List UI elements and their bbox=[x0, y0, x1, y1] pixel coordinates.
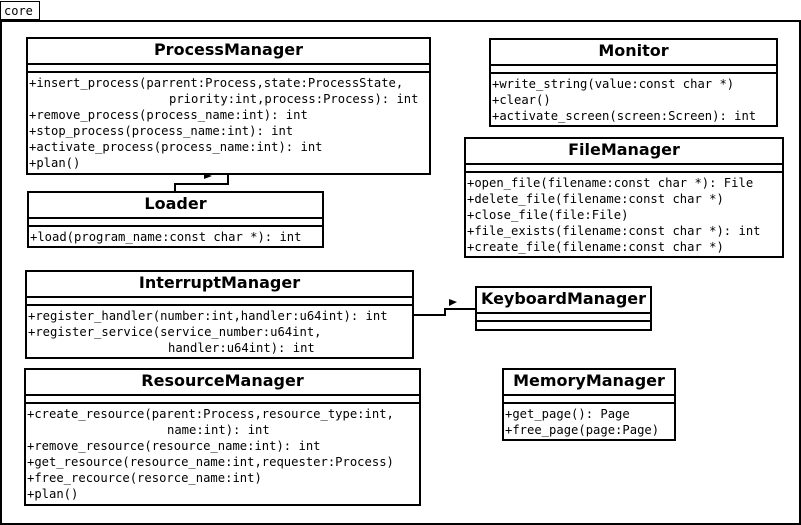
operation: +file_exists(filename:const char *): int bbox=[467, 224, 761, 238]
class-name: InterruptManager bbox=[138, 273, 301, 292]
class-file-manager[interactable]: FileManager +open_file(filename:const ch… bbox=[464, 137, 784, 258]
operations-compartment: +write_string(value:const char *) +clear… bbox=[491, 72, 776, 124]
class-loader[interactable]: Loader +load(program_name:const char *):… bbox=[27, 191, 324, 248]
package-tab: core bbox=[0, 1, 40, 20]
operation: +remove_process(process_name:int): int bbox=[29, 108, 308, 122]
operation: +delete_file(filename:const char *) bbox=[467, 192, 724, 206]
operations-compartment: +insert_process(parrent:Process,state:Pr… bbox=[28, 71, 429, 171]
attributes-compartment bbox=[29, 217, 322, 225]
operation-continuation: priority:int,process:Process): int bbox=[169, 92, 419, 106]
operation: +plan() bbox=[27, 487, 79, 501]
package-name: core bbox=[4, 4, 33, 18]
attributes-compartment bbox=[477, 312, 650, 320]
operation: +write_string(value:const char *) bbox=[492, 77, 735, 91]
class-keyboard-manager[interactable]: KeyboardManager bbox=[475, 286, 652, 331]
class-name: MemoryManager bbox=[513, 371, 665, 390]
class-name: Loader bbox=[144, 194, 207, 213]
operations-compartment: +load(program_name:const char *): int bbox=[29, 225, 322, 245]
class-name: KeyboardManager bbox=[480, 289, 647, 308]
operation: +load(program_name:const char *): int bbox=[30, 230, 302, 244]
operation: +free_recource(resorce_name:int) bbox=[27, 471, 262, 485]
package-frame bbox=[0, 20, 801, 525]
operation: +open_file(filename:const char *): File bbox=[467, 176, 754, 190]
operation: +close_file(file:File) bbox=[467, 208, 629, 222]
class-name: ResourceManager bbox=[141, 371, 304, 390]
operations-compartment: +get_page(): Page +free_page(page:Page) bbox=[504, 402, 674, 438]
operation: +clear() bbox=[492, 93, 551, 107]
operation-continuation: handler:u64int): int bbox=[168, 341, 315, 355]
attributes-compartment bbox=[26, 394, 419, 402]
class-name: ProcessManager bbox=[153, 40, 304, 59]
attributes-compartment bbox=[466, 163, 782, 171]
class-monitor[interactable]: Monitor +write_string(value:const char *… bbox=[489, 38, 778, 127]
operation: +register_service(service_number:u64int, bbox=[28, 325, 322, 339]
operation: +plan() bbox=[29, 156, 81, 170]
class-resource-manager[interactable]: ResourceManager +create_resource(parent:… bbox=[24, 368, 421, 506]
operation: +activate_process(process_name:int): int bbox=[29, 140, 323, 154]
operation: +get_resource(resource_name:int,requeste… bbox=[27, 455, 394, 469]
operation: +stop_process(process_name:int): int bbox=[29, 124, 294, 138]
operations-compartment bbox=[477, 320, 650, 329]
operation: +free_page(page:Page) bbox=[505, 423, 660, 437]
operation-continuation: name:int): int bbox=[167, 423, 270, 437]
operation: +create_resource(parent:Process,resource… bbox=[27, 407, 394, 421]
attributes-compartment bbox=[504, 394, 674, 402]
attributes-compartment bbox=[27, 296, 412, 304]
operations-compartment: +open_file(filename:const char *): File … bbox=[466, 171, 782, 255]
operation: +insert_process(parrent:Process,state:Pr… bbox=[29, 76, 404, 90]
class-interrupt-manager[interactable]: InterruptManager +register_handler(numbe… bbox=[25, 270, 414, 359]
operations-compartment: +register_handler(number:int,handler:u64… bbox=[27, 304, 412, 356]
operation: +remove_resource(resource_name:int): int bbox=[27, 439, 321, 453]
attributes-compartment bbox=[28, 63, 429, 71]
class-name: Monitor bbox=[598, 41, 669, 60]
class-name: FileManager bbox=[568, 140, 680, 159]
keyboard-link-arrowhead bbox=[449, 299, 457, 306]
operations-compartment: +create_resource(parent:Process,resource… bbox=[26, 402, 419, 502]
operation: +create_file(filename:const char *) bbox=[467, 240, 724, 254]
operation: +activate_screen(screen:Screen): int bbox=[492, 109, 757, 123]
class-process-manager[interactable]: ProcessManager +insert_process(parrent:P… bbox=[26, 37, 431, 175]
operation: +register_handler(number:int,handler:u64… bbox=[28, 309, 388, 323]
operation: +get_page(): Page bbox=[505, 407, 630, 421]
class-memory-manager[interactable]: MemoryManager +get_page(): Page +free_pa… bbox=[502, 368, 676, 441]
attributes-compartment bbox=[491, 64, 776, 72]
interrupt-to-keyboard-link bbox=[414, 308, 476, 316]
loader-to-process-manager-link bbox=[174, 175, 229, 191]
